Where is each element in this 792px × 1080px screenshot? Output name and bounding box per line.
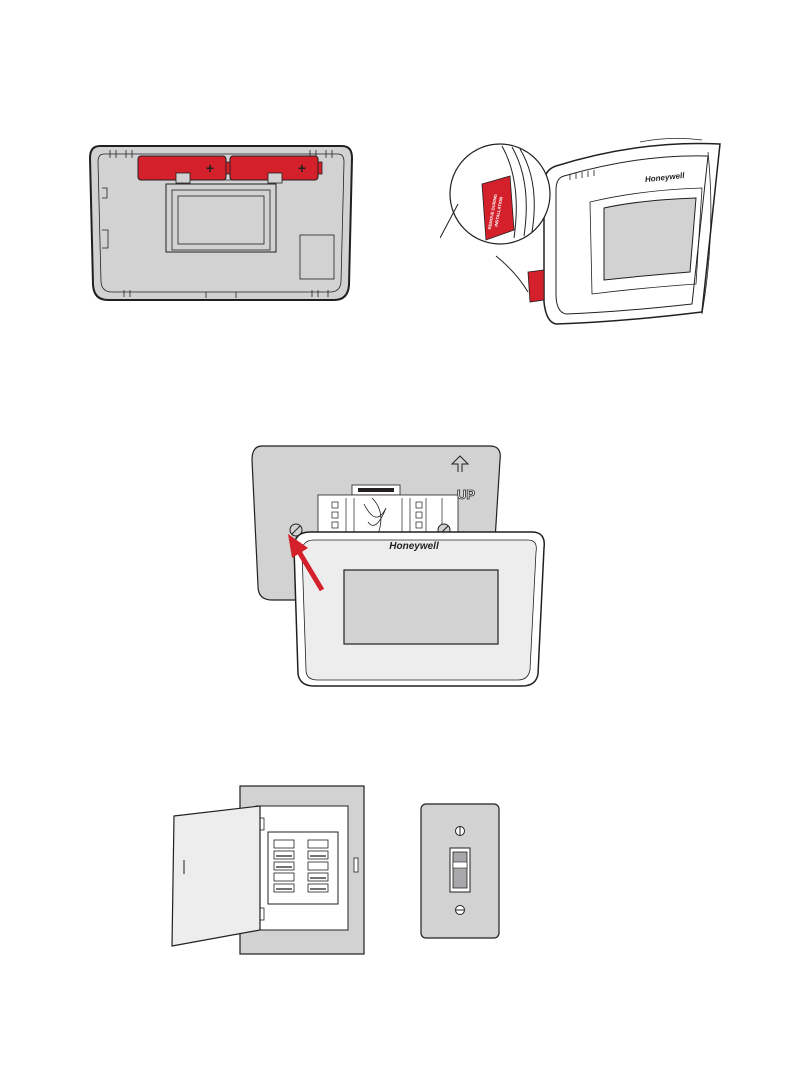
pull-tab-figure: Honeywell REMOVE DURING INSTALLATION (440, 132, 730, 332)
wall-switch-figure (418, 802, 502, 940)
battery-right (230, 156, 322, 183)
battery-right-plus: + (298, 160, 306, 176)
breaker-panel-door (172, 806, 260, 946)
battery-left-plus: + (206, 160, 214, 176)
battery-left (138, 156, 230, 183)
magnified-tab-callout: REMOVE DURING INSTALLATION (450, 144, 550, 244)
mounting-figure: UP Honeywell (246, 438, 556, 688)
thermostat-front-brand-logo: Honeywell (389, 541, 439, 552)
thermostat-screen (604, 198, 696, 280)
breaker-panel-figure (166, 784, 368, 956)
battery-compartment-figure: + + (86, 140, 356, 305)
up-label: UP (457, 487, 475, 502)
light-switch-toggle (453, 852, 467, 888)
thermostat-display (344, 570, 498, 644)
